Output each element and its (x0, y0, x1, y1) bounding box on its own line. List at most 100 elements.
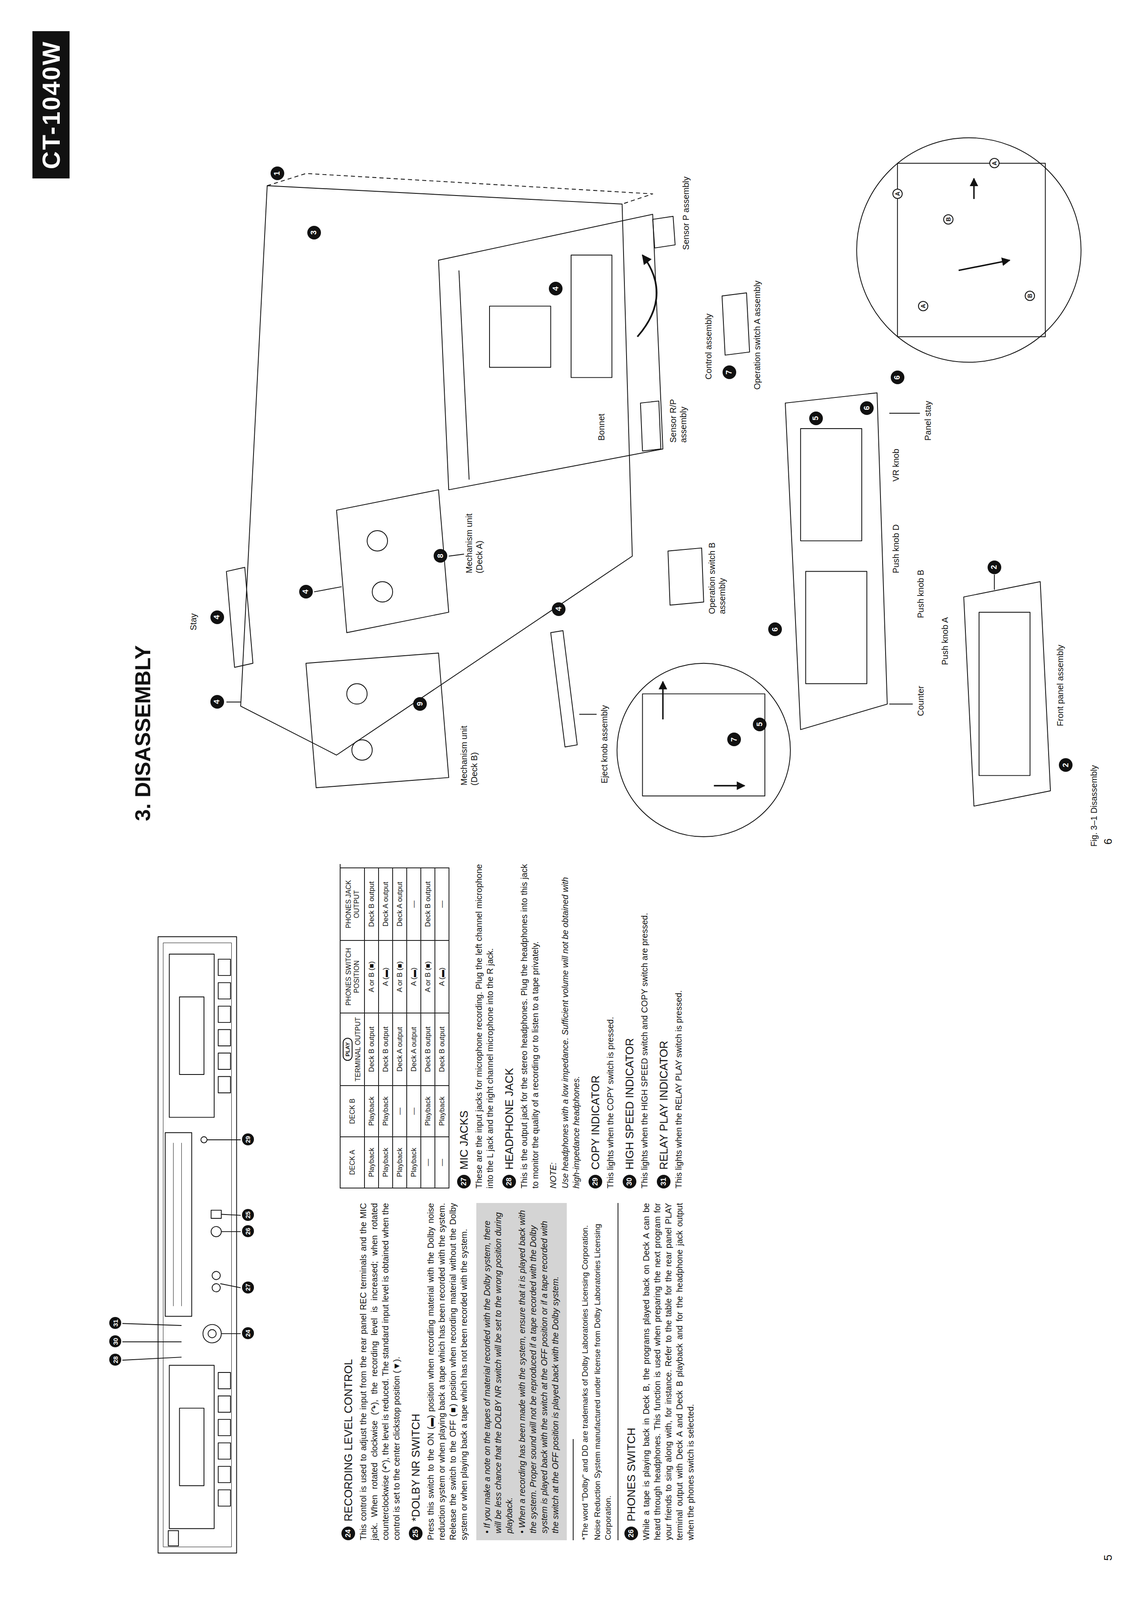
circuit-board (571, 255, 613, 378)
mechanism-deck-b (306, 652, 449, 788)
eject-knob (550, 630, 578, 747)
table-cell-frame: Deck B output (435, 1012, 450, 1085)
section-heading: PHONES SWITCH (624, 1427, 639, 1522)
part-name: Operation switch B assembly (706, 534, 728, 614)
leader-line (889, 412, 921, 414)
part-name: Front panel assembly (1055, 644, 1066, 726)
part-name: Push knob B (915, 569, 926, 618)
node-text: 4 (551, 286, 561, 291)
callout-number: 24 (341, 1526, 356, 1540)
heading-row: 28HEADPHONE JACK (502, 863, 516, 1189)
screw (314, 586, 342, 592)
node-text: 4 (212, 615, 222, 620)
reference-letter: A (989, 157, 1000, 169)
node-text: 4 (301, 589, 311, 594)
callout-number: 31 (109, 1316, 122, 1329)
part-name: Stay (188, 613, 199, 631)
node-text: 29 (244, 1135, 252, 1143)
callout-number: 26 (241, 1224, 254, 1237)
node-text: 9 (415, 701, 425, 706)
node-text: 30 (625, 1177, 634, 1186)
part-name: VR knob (891, 448, 901, 482)
table-cell: A (▬) (381, 967, 391, 986)
meter-line (173, 1142, 174, 1306)
node-text: PLAY (343, 1041, 352, 1056)
rule (572, 1438, 574, 1540)
table-cell: Deck A output (409, 1026, 419, 1072)
disassembly-figure (226, 137, 1081, 837)
button (218, 982, 231, 999)
power-switch (168, 1530, 179, 1546)
node-text: 8 (436, 553, 446, 558)
part-name: Bonnet (596, 413, 607, 441)
reference-letter: A (918, 300, 929, 312)
table-header: DECK B (348, 1098, 357, 1124)
part-name: Eject knob assembly (599, 705, 610, 784)
heading-row: 26PHONES SWITCH (624, 1202, 639, 1540)
table-cell-frame: Playback (421, 1084, 436, 1137)
lift-arrow (637, 255, 657, 337)
mic-jack (212, 1283, 221, 1292)
table-cell-frame: Deck B output (378, 1012, 394, 1085)
table-cell-frame: A (▬) (378, 939, 394, 1013)
front-panel-figure (122, 936, 241, 1553)
table-cell: Playback (367, 1147, 377, 1178)
body-text: These are the input jacks for microphone… (473, 863, 496, 1189)
node-text: 7 (729, 737, 739, 742)
callout-number: 27 (457, 1174, 471, 1189)
inset-part (642, 693, 765, 796)
table-cell-frame: A (▬) (407, 939, 422, 1013)
cassette-window (179, 1407, 205, 1486)
table-cell: Playback (423, 1096, 433, 1126)
node-text: 2 (1061, 762, 1071, 767)
display-area (165, 1132, 192, 1316)
table-cell-frame: Playback (407, 1136, 422, 1188)
callout-number: 6 (768, 622, 782, 636)
table-cell: Playback (395, 1147, 405, 1178)
table-cell: Deck A output (395, 881, 405, 927)
footnote: Noise Reduction System manufactured unde… (591, 1202, 614, 1540)
node-text: 2 (989, 565, 999, 570)
callout-number: 31 (656, 1174, 671, 1189)
heading-row: 30HIGH SPEED INDICATOR (622, 863, 637, 1189)
part-name: Panel stay (923, 400, 933, 441)
inset-arrow (958, 260, 1010, 271)
table-cell-frame: Playback (364, 1136, 379, 1188)
inset-part (897, 163, 1046, 337)
node-text: 30 (111, 1337, 120, 1345)
table-cell: Deck B output (437, 1026, 447, 1073)
button (218, 1395, 231, 1412)
callout-number: 28 (502, 1174, 516, 1189)
page-title: 3. DISASSEMBLY (130, 644, 156, 821)
part-name: Mechanism unit (Deck B) (458, 720, 480, 786)
heading-row: 31 RELAY PLAY INDICATOR (656, 863, 671, 1189)
node-text: 29 (591, 1177, 600, 1186)
node-text: 6 (862, 405, 872, 411)
screw (226, 701, 241, 703)
callout-number: 4 (299, 584, 313, 599)
reference-letter: B (1024, 290, 1035, 301)
table-header-cell: PHONES JACK OUTPUT (340, 867, 365, 940)
table-cell: — (409, 1107, 419, 1115)
node-text: • If you make a note on the tapes of mat… (481, 1209, 515, 1534)
callout-number: 2 (987, 560, 1002, 575)
level-knob (203, 1324, 222, 1343)
callout-number: 5 (752, 717, 767, 732)
front-plate (963, 581, 1051, 806)
button (218, 1029, 231, 1046)
part-name: Operation switch A assembly (752, 280, 763, 390)
node-text: 28 (111, 1355, 120, 1364)
table-header-cell: DECK A (340, 1136, 365, 1188)
table-header-cell: PHONES SWITCH POSITION (340, 939, 365, 1013)
phones-jack (211, 1226, 222, 1237)
table-cell-frame: Deck B output (421, 867, 436, 940)
section-heading: RELAY PLAY INDICATOR (656, 1040, 671, 1170)
button (218, 959, 231, 976)
button (218, 1419, 231, 1436)
callout-number: 25 (408, 1526, 423, 1540)
table-cell-frame: Deck B output (364, 867, 379, 940)
detail-inset (617, 663, 791, 837)
mic-jack (212, 1270, 221, 1280)
table-cell: A (▬) (437, 967, 447, 986)
callout-number: 4 (210, 694, 225, 709)
